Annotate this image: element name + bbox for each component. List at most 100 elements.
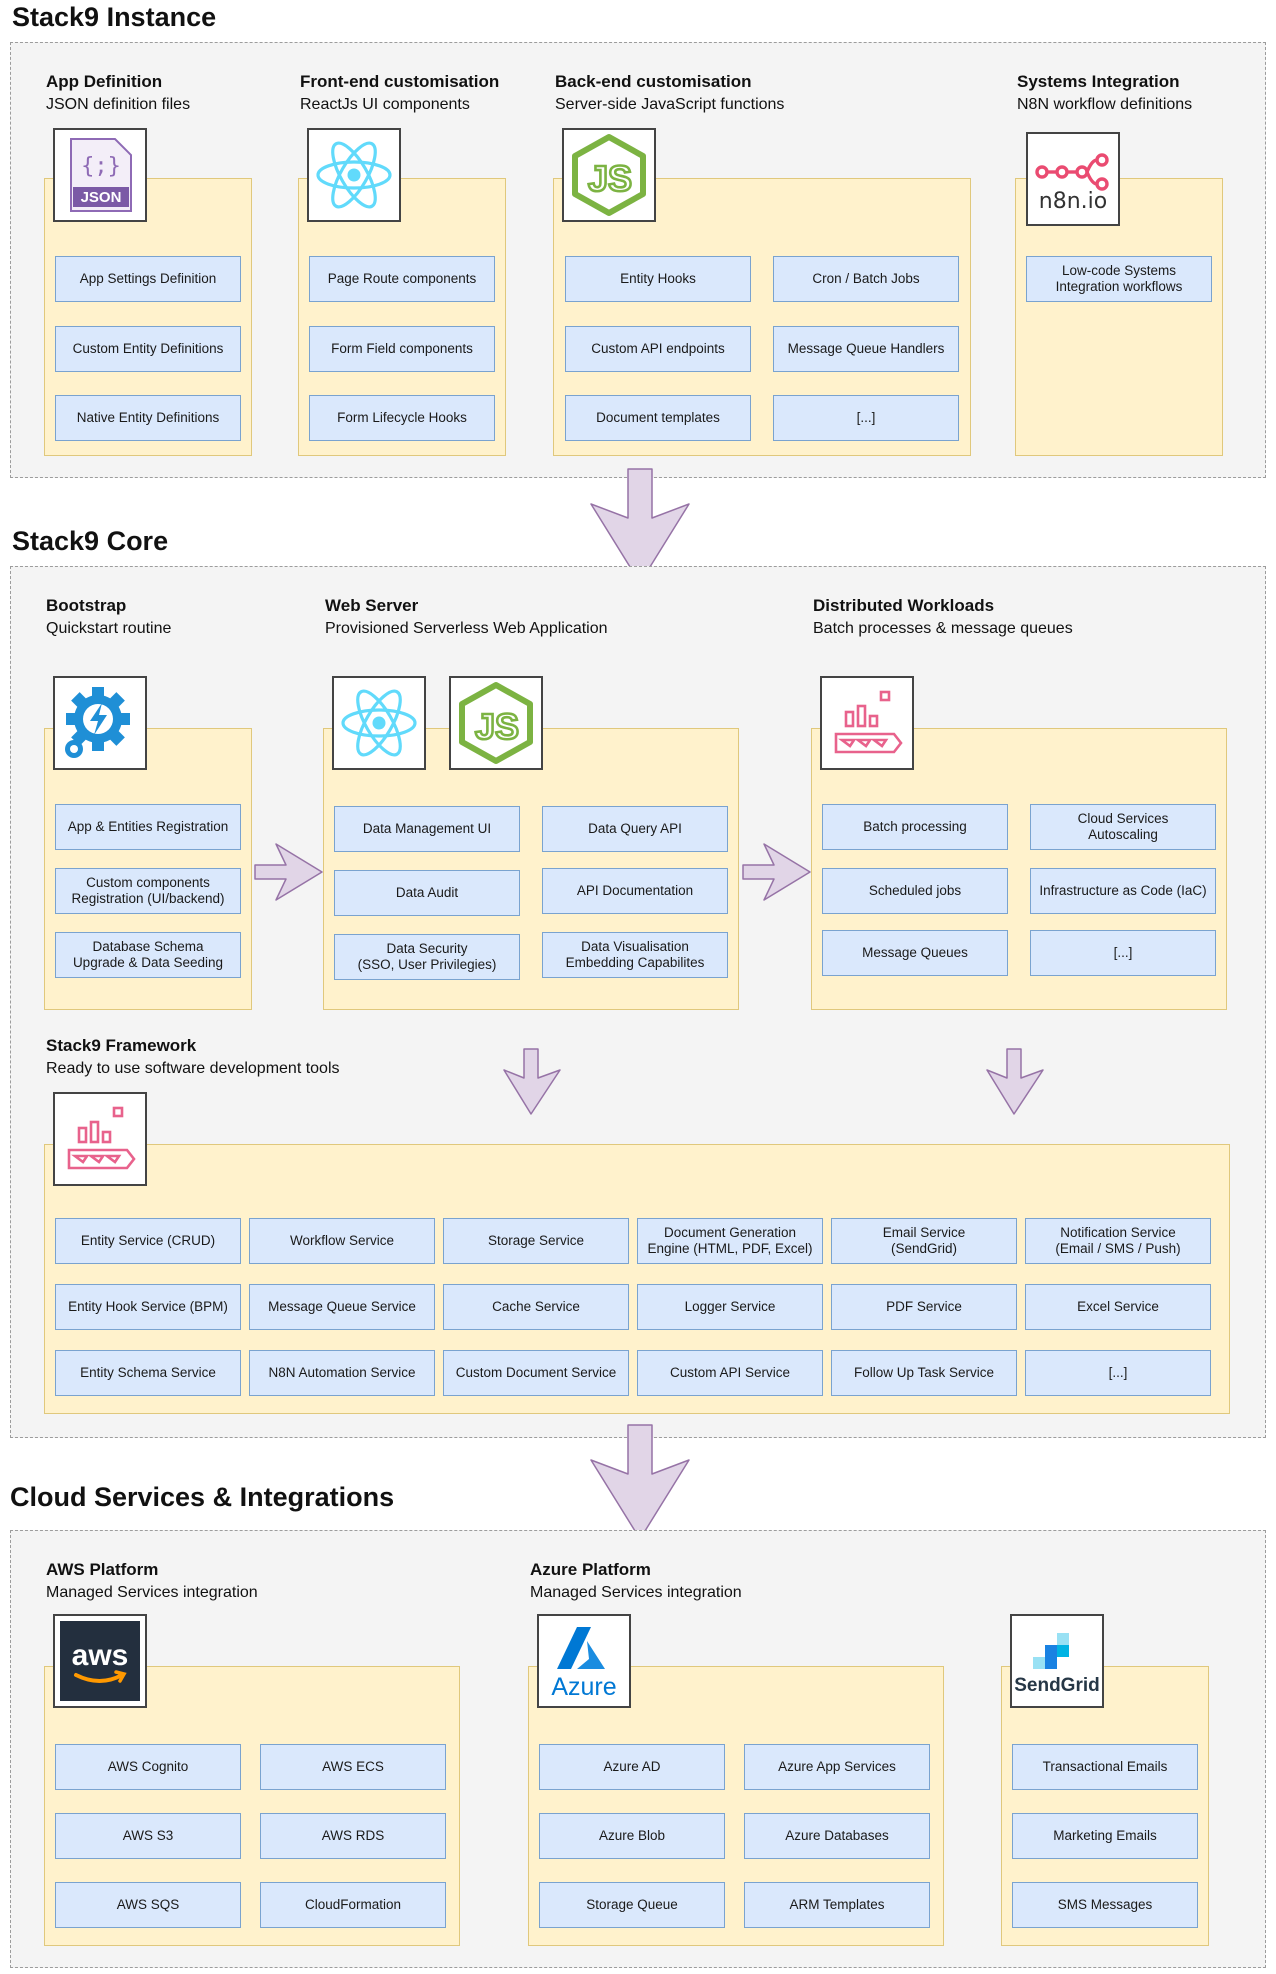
arrow-instance-to-core [590,468,690,584]
gear-lightning-icon [53,676,147,770]
api-documentation-box: API Documentation [542,868,728,914]
message-queue-handlers-box: Message Queue Handlers [773,326,959,372]
page-route-components-box: Page Route components [309,256,495,302]
n8n-icon: n8n.io [1026,132,1120,226]
message-queue-icon [53,1092,147,1186]
azure-logo-text: Azure [551,1673,616,1701]
section-title-core: Stack9 Core [12,526,169,556]
infrastructure-as-code-box: Infrastructure as Code (IaC) [1030,868,1216,914]
database-schema-upgrade-box: Database Schema Upgrade & Data Seeding [55,932,241,978]
data-management-ui-box: Data Management UI [334,806,520,852]
low-code-workflows-box: Low-code Systems Integration workflows [1026,256,1212,302]
scheduled-jobs-box: Scheduled jobs [822,868,1008,914]
entity-hook-service-box: Entity Hook Service (BPM) [55,1284,241,1330]
nodejs-icon: JS [562,128,656,222]
storage-service-box: Storage Service [443,1218,629,1264]
data-visualisation-box: Data Visualisation Embedding Capabilites [542,932,728,978]
sendgrid-logo-text: SendGrid [1014,1675,1100,1696]
nodejs-logo-text: JS [588,158,632,199]
email-service-box: Email Service (SendGrid) [831,1218,1017,1264]
json-logo-text: JSON [81,189,122,206]
cloudformation-box: CloudFormation [260,1882,446,1928]
message-queue-service-box: Message Queue Service [249,1284,435,1330]
entity-service-box: Entity Service (CRUD) [55,1218,241,1264]
framework-subtitle: Ready to use software development tools [46,1060,340,1077]
arrow-core-to-cloud [590,1424,690,1540]
entity-schema-service-box: Entity Schema Service [55,1350,241,1396]
bootstrap-title: Bootstrap [46,596,127,615]
frontend-subtitle: ReactJs UI components [300,96,470,113]
azure-ad-box: Azure AD [539,1744,725,1790]
excel-service-box: Excel Service [1025,1284,1211,1330]
webserver-title: Web Server [325,596,419,615]
sms-messages-box: SMS Messages [1012,1882,1198,1928]
custom-document-service-box: Custom Document Service [443,1350,629,1396]
aws-logo-text: aws [72,1639,129,1672]
entity-hooks-box: Entity Hooks [565,256,751,302]
backend-subtitle: Server-side JavaScript functions [555,96,785,113]
cron-batch-jobs-box: Cron / Batch Jobs [773,256,959,302]
framework-more-box: [...] [1025,1350,1211,1396]
arrow-webserver-to-workloads [742,843,811,901]
azure-app-services-box: Azure App Services [744,1744,930,1790]
svg-text:{;}: {;} [81,154,121,179]
arrow-bootstrap-to-webserver [254,843,323,901]
custom-entity-definitions-box: Custom Entity Definitions [55,326,241,372]
pdf-service-box: PDF Service [831,1284,1017,1330]
app-entities-registration-box: App & Entities Registration [55,804,241,850]
custom-api-service-box: Custom API Service [637,1350,823,1396]
react-icon [332,676,426,770]
azure-subtitle: Managed Services integration [530,1584,742,1601]
data-security-box: Data Security (SSO, User Privilegies) [334,934,520,980]
workflow-service-box: Workflow Service [249,1218,435,1264]
azure-blob-box: Azure Blob [539,1813,725,1859]
batch-processing-box: Batch processing [822,804,1008,850]
section-title-instance: Stack9 Instance [12,2,217,32]
nodejs-logo-text: JS [475,706,519,747]
frontend-title: Front-end customisation [300,72,500,91]
data-query-api-box: Data Query API [542,806,728,852]
bootstrap-subtitle: Quickstart routine [46,620,172,637]
n8n-automation-service-box: N8N Automation Service [249,1350,435,1396]
app-settings-definition-box: App Settings Definition [55,256,241,302]
custom-components-registration-box: Custom components Registration (UI/backe… [55,868,241,914]
storage-queue-box: Storage Queue [539,1882,725,1928]
message-queues-box: Message Queues [822,930,1008,976]
notification-service-box: Notification Service (Email / SMS / Push… [1025,1218,1211,1264]
aws-rds-box: AWS RDS [260,1813,446,1859]
message-queue-icon [820,676,914,770]
backend-title: Back-end customisation [555,72,752,91]
backend-more-box: [...] [773,395,959,441]
marketing-emails-box: Marketing Emails [1012,1813,1198,1859]
native-entity-definitions-box: Native Entity Definitions [55,395,241,441]
form-field-components-box: Form Field components [309,326,495,372]
document-templates-box: Document templates [565,395,751,441]
cloud-services-autoscaling-box: Cloud Services Autoscaling [1030,804,1216,850]
app-definition-title: App Definition [46,72,163,91]
webserver-subtitle: Provisioned Serverless Web Application [325,620,608,637]
workloads-title: Distributed Workloads [813,596,995,615]
cache-service-box: Cache Service [443,1284,629,1330]
azure-title: Azure Platform [530,1560,651,1579]
azure-icon: Azure [537,1614,631,1708]
arrow-workloads-to-framework [986,1048,1044,1115]
react-icon [307,128,401,222]
transactional-emails-box: Transactional Emails [1012,1744,1198,1790]
systems-integration-title: Systems Integration [1017,72,1180,91]
logger-service-box: Logger Service [637,1284,823,1330]
aws-sqs-box: AWS SQS [55,1882,241,1928]
aws-subtitle: Managed Services integration [46,1584,258,1601]
workloads-more-box: [...] [1030,930,1216,976]
form-lifecycle-hooks-box: Form Lifecycle Hooks [309,395,495,441]
nodejs-icon: JS [449,676,543,770]
aws-title: AWS Platform [46,1560,159,1579]
aws-s3-box: AWS S3 [55,1813,241,1859]
document-generation-engine-box: Document Generation Engine (HTML, PDF, E… [637,1218,823,1264]
data-audit-box: Data Audit [334,870,520,916]
app-definition-subtitle: JSON definition files [46,96,191,113]
aws-cognito-box: AWS Cognito [55,1744,241,1790]
arm-templates-box: ARM Templates [744,1882,930,1928]
aws-ecs-box: AWS ECS [260,1744,446,1790]
n8n-logo-text: n8n.io [1039,189,1107,214]
sendgrid-icon: SendGrid [1010,1614,1104,1708]
